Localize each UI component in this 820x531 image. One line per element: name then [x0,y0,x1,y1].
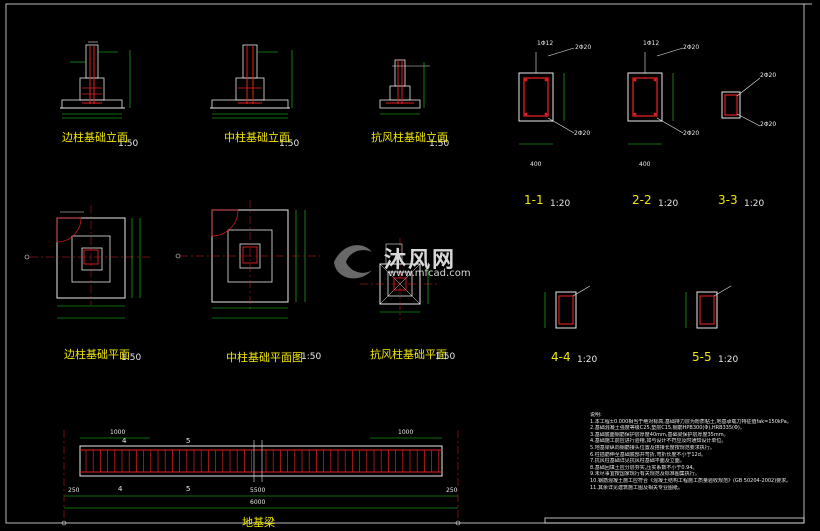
watermark-logo [334,245,372,279]
plan-edge-title: 边柱基础平面 [64,348,130,361]
beam-end-dim-right: 250 [446,487,458,494]
s1-side-rebar: 2Φ20 [575,44,592,51]
plan-wind-scale: 1:50 [435,352,456,362]
note-line: 11.其余详见建筑施工图及相关专业图纸。 [590,484,683,491]
beam-span-dim: 5500 [250,487,266,494]
section-1-1-drawing [518,47,575,145]
s3-bottom-rebar: 2Φ20 [760,121,777,128]
elev-middle-title: 中柱基础立面 [224,131,290,144]
elev-edge-scale: 1:50 [118,139,139,149]
note-line: 6.柱插筋伸至基础底部并弯折,弯折长度不小于12d。 [590,451,706,458]
note-line: 8.基础回填土应分层夯实,压实系数不小于0.94。 [590,464,698,471]
section-5-5-drawing [685,285,732,329]
section-3-3-drawing [721,77,761,127]
title-block [544,517,805,524]
plan-middle-column [175,200,320,319]
section-4-4-label: 4-4 [551,350,571,364]
beam-mark-4: 5 [186,485,191,493]
s2-bottom-rebar: 2Φ20 [683,130,700,137]
section-5-5-scale: 1:20 [718,355,739,365]
section-2-2-label: 2-2 [632,193,652,207]
plan-wind-title: 抗风柱基础平面 [370,348,447,361]
beam-end-dim-left: 250 [68,487,80,494]
section-5-5-label: 5-5 [692,350,712,364]
s1-top-rebar: 1Φ12 [537,40,554,47]
elevation-wind-column [379,59,430,115]
design-notes: 说明: 1.本工程±0.000相当于绝对标高,基础持力层为粉质粘土,地基承载力特… [590,412,795,491]
sheet-frame [5,3,805,524]
beam-total-dim: 6000 [250,499,266,506]
plan-middle-scale: 1:50 [301,352,322,362]
section-2-2-drawing [627,47,684,145]
plan-wind-column [360,238,440,320]
elevation-middle-column [210,44,293,119]
s1-width: 400 [530,161,542,168]
note-line: 7.抗风柱基础详见抗风柱基础平面及立面。 [590,458,685,465]
beam-mark-3: 4 [118,485,123,493]
note-line: 5.地基梁纵向钢筋接头位置及搭接长度按规范要求执行。 [590,444,715,451]
note-line: 9.未尽事宜按国家现行有关规范及标准图集执行。 [590,471,700,478]
elev-middle-scale: 1:50 [279,139,300,149]
note-line: 4.基础施工前应进行验槽,如与设计不符应及时通知设计单位。 [590,438,727,445]
s2-width: 400 [639,161,651,168]
section-2-2-scale: 1:20 [658,199,679,209]
note-line: 说明: [590,412,602,418]
beam-title: 地基梁 [242,516,275,529]
note-line: 10.钢筋混凝土施工应符合《混凝土结构工程施工质量验收规范》(GB 50204-… [590,477,792,484]
note-line: 2.基础混凝土强度等级C25,垫层C15,钢筋HPB300(Φ),HRB335(… [590,425,745,432]
s3-top-rebar: 2Φ20 [760,72,777,79]
section-3-3-scale: 1:20 [744,199,765,209]
plan-edge-column [24,205,150,319]
note-line: 3.基础底面钢筋保护层厚度40mm,基础梁保护层厚度35mm。 [590,431,729,438]
beam-stirrups [85,450,440,472]
section-3-3-label: 3-3 [718,193,738,207]
ground-beam [61,430,461,526]
beam-mark-2: 5 [186,437,191,445]
beam-left-dim: 1000 [110,429,126,436]
plan-middle-title: 中柱基础平面图 [226,351,303,364]
plan-edge-scale: 1:50 [121,353,142,363]
section-1-1-label: 1-1 [524,193,544,207]
elev-edge-title: 边柱基础立面 [62,131,128,144]
section-4-4-scale: 1:20 [577,355,598,365]
s1-bottom-rebar: 2Φ20 [574,130,591,137]
watermark-url: www.mfcad.com [388,268,471,279]
elev-wind-scale: 1:50 [429,139,450,149]
note-line: 1.本工程±0.000相当于绝对标高,基础持力层为粉质粘土,地基承载力特征值fa… [590,418,792,425]
beam-mark-1: 4 [122,437,127,445]
elev-wind-title: 抗风柱基础立面 [371,131,448,144]
s2-top-rebar: 1Φ12 [643,40,660,47]
section-1-1-scale: 1:20 [550,199,571,209]
watermark-brand: 沐风网 [384,248,457,273]
s2-side-rebar: 2Φ20 [683,44,700,51]
beam-right-dim: 1000 [398,429,414,436]
elevation-edge-column [60,41,131,119]
section-4-4-drawing [544,285,591,329]
